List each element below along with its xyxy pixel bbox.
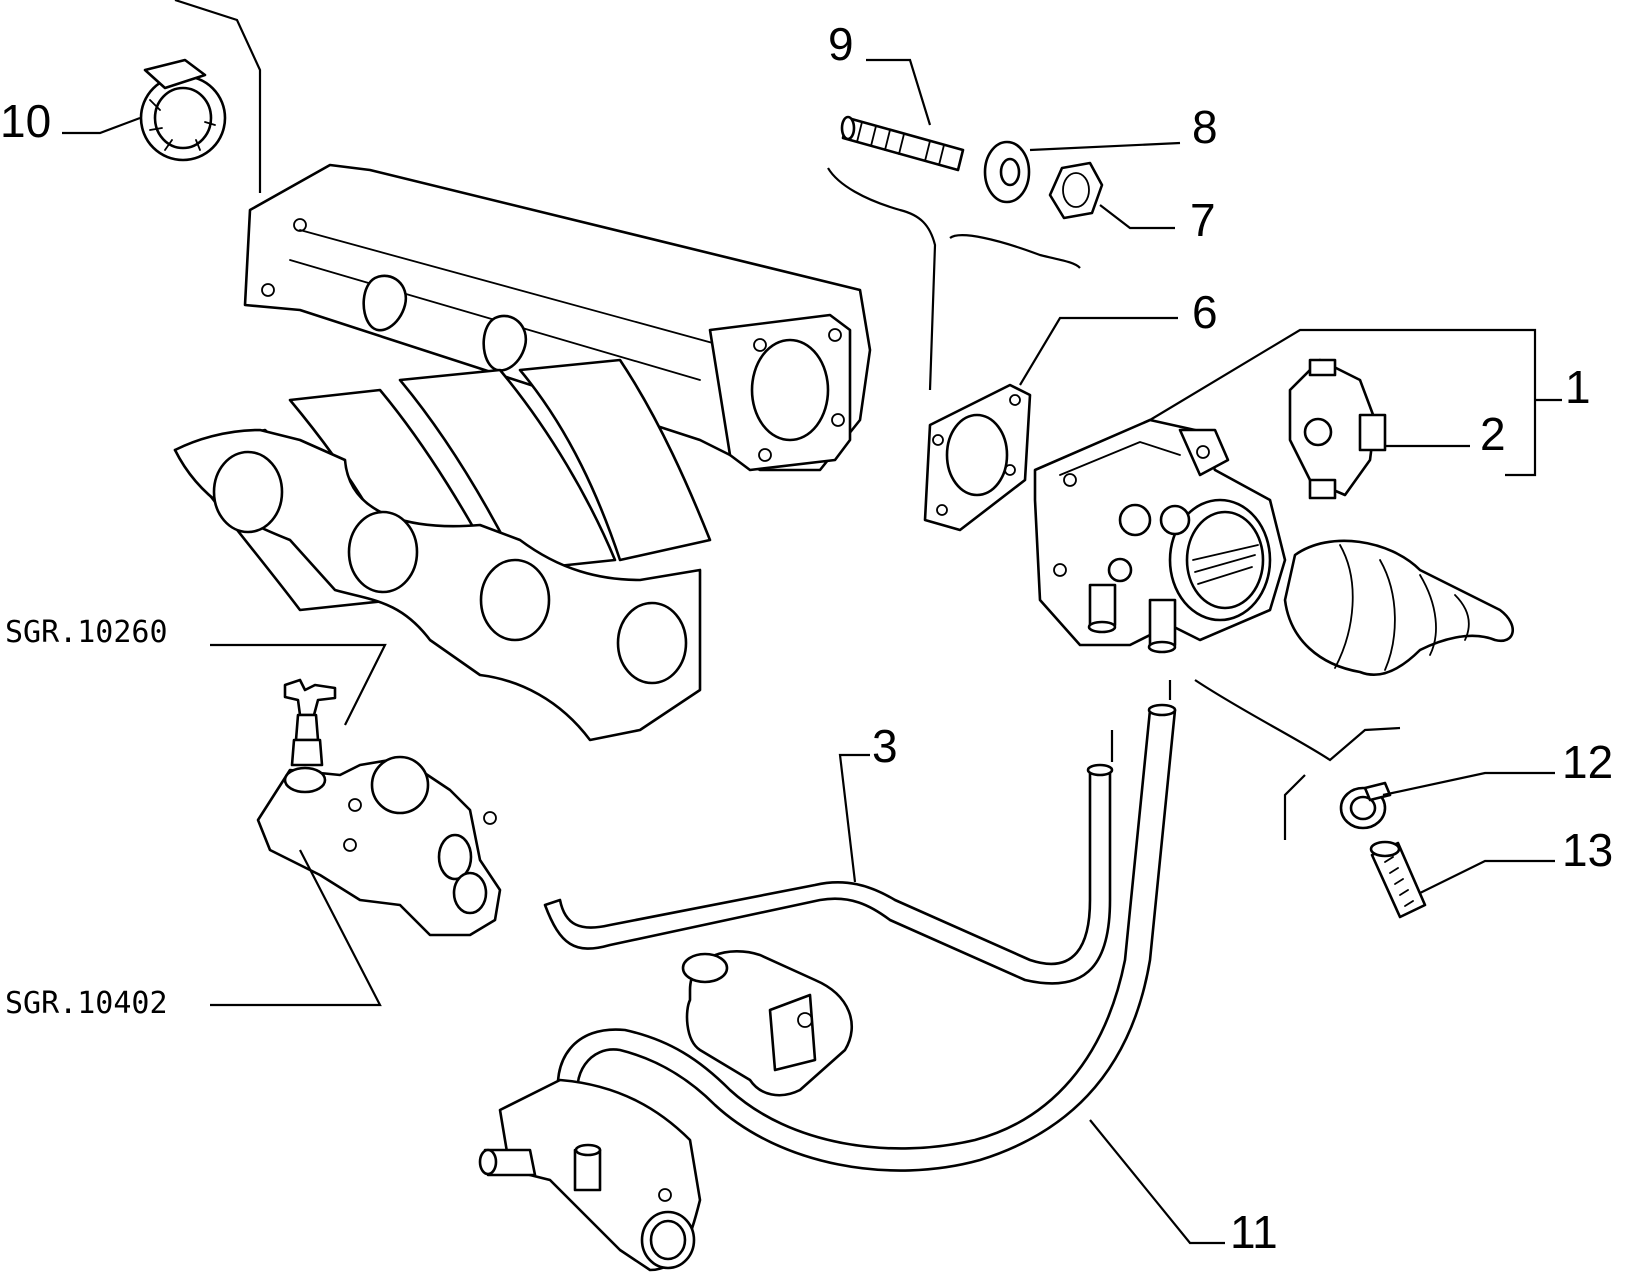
throttle-body [1033,418,1287,654]
callout-11: 11 [1230,1206,1278,1258]
leader-8 [1029,141,1181,152]
clamp-group-bracket [1194,679,1401,840]
throttle-position-sensor [1288,358,1387,500]
leader-9 [866,58,932,126]
callout-1: 1 [1565,361,1591,413]
stud-bolt [840,115,965,172]
thermostat-housing [256,755,502,937]
hose-stub [1110,680,1172,762]
manifold-leader [174,0,262,193]
temperature-sensor [283,678,337,767]
coolant-hose-long [556,703,1177,1172]
leader-1 [1149,328,1562,477]
fastener-group-bracket [827,167,1081,391]
leader-7 [1099,204,1175,230]
hose-clamp [139,58,227,162]
ref-sgr-10260: SGR.10260 [5,615,168,650]
gasket [923,383,1032,532]
callout-8: 8 [1192,101,1218,153]
callout-3: 3 [872,720,898,772]
ref-sgr-10402: SGR.10402 [5,986,168,1021]
nut [1048,161,1104,220]
callout-6: 6 [1192,286,1218,338]
coolant-pipe-fitting [478,950,854,1272]
leader-3 [838,753,870,883]
callout-13: 13 [1562,824,1613,876]
leader-sgr-10260 [210,643,387,726]
leader-11 [1089,1119,1225,1245]
callout-2: 2 [1480,408,1506,460]
callout-9: 9 [828,18,854,70]
small-hose-clamp [1339,781,1392,830]
leader-13 [1419,859,1555,894]
leader-10 [62,116,141,135]
leader-sgr-10402 [210,849,382,1007]
filter-sleeve [1369,840,1427,919]
callout-12: 12 [1562,736,1613,788]
callout-10: 10 [0,95,51,147]
intake-manifold [173,163,872,742]
callout-7: 7 [1190,194,1216,246]
coolant-hose-short [543,763,1114,985]
air-boot [1283,539,1515,677]
leader-12 [1382,771,1555,797]
washer [983,140,1031,204]
leader-6 [1019,316,1178,386]
